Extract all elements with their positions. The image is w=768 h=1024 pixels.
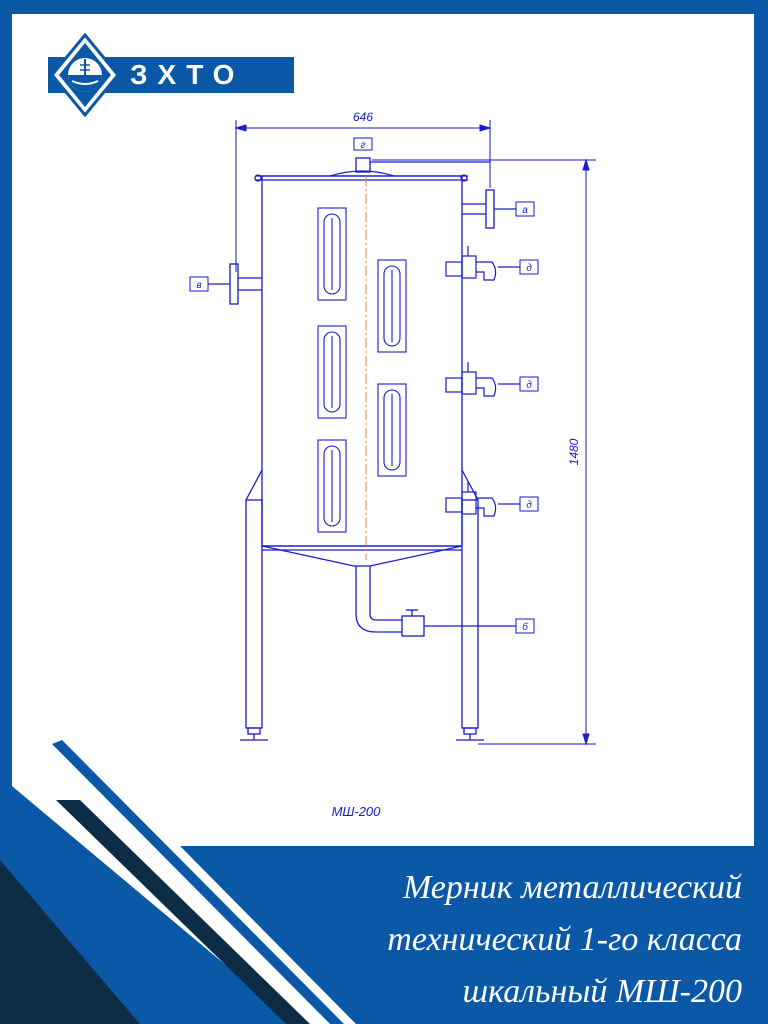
callout-v-label: в (196, 280, 201, 291)
callout-d3-label: д (526, 500, 532, 511)
callout-b-label: б (522, 621, 528, 633)
sight-glasses-left (317, 207, 347, 533)
drain-pipe (355, 566, 516, 637)
callout-d1-label: д (526, 263, 532, 274)
tap-upper (445, 246, 520, 281)
tap-middle (445, 362, 520, 397)
caption-line-3: шкальный МШ-200 (462, 973, 742, 1010)
callout-a-box (515, 201, 535, 217)
height-dimension-label: 1480 (567, 438, 581, 465)
caption-line-2: технический 1-го класса (387, 921, 742, 958)
callout-d2-label: д (526, 380, 532, 391)
tank-legs (240, 469, 484, 741)
model-label: МШ-200 (332, 804, 382, 819)
brand-name: ЗХТО (130, 59, 245, 90)
frame-top-border (0, 0, 768, 14)
top-fitting (329, 157, 490, 177)
tank-body (254, 174, 468, 567)
frame-left-border (0, 0, 12, 1024)
callout-v-box (189, 276, 209, 292)
callout-b-box (515, 618, 535, 634)
sight-glasses-right (377, 259, 407, 477)
callout-g-box (353, 137, 373, 151)
callout-a-label: а (522, 205, 528, 216)
tap-lower (445, 482, 520, 517)
callout-d1-box (519, 259, 539, 275)
width-dimension (234, 120, 492, 272)
caption-line-1: Мерник металлический (402, 869, 742, 906)
logo-emblem-icon (50, 33, 120, 117)
bottom-decoration (0, 740, 768, 1024)
flange-v (208, 263, 262, 305)
flange-a (462, 189, 516, 229)
callout-d2-box (519, 376, 539, 392)
callout-g-label: г (361, 140, 366, 151)
height-dimension (372, 158, 596, 746)
callout-d3-box (519, 496, 539, 512)
frame-right-border (754, 0, 768, 1024)
width-dimension-label: 646 (353, 110, 373, 124)
